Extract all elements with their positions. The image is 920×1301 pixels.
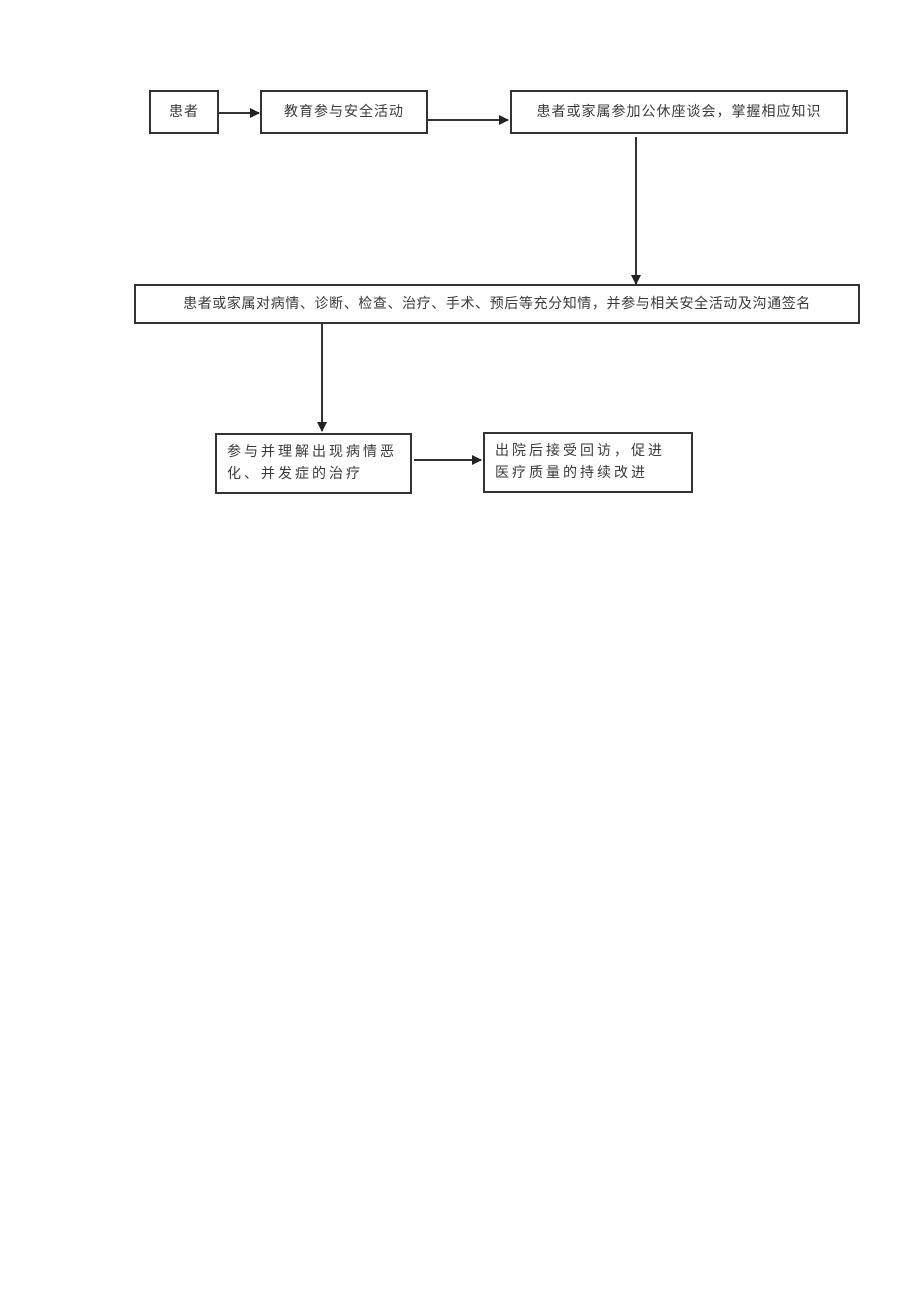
node-seminar: 患者或家属参加公休座谈会，掌握相应知识 [510,90,848,134]
node-education: 教育参与安全活动 [260,90,428,134]
node-label: 患者或家属对病情、诊断、检查、治疗、手术、预后等充分知情，并参与相关安全活动及沟… [183,296,811,312]
node-label: 参与并理解出现病情恶化、并发症的治疗 [227,444,397,482]
node-label: 出院后接受回访，促进医疗质量的持续改进 [495,443,665,481]
node-label: 患者 [169,104,199,120]
node-treatment: 参与并理解出现病情恶化、并发症的治疗 [215,433,412,494]
node-patient: 患者 [149,90,219,134]
node-followup: 出院后接受回访，促进医疗质量的持续改进 [483,432,693,493]
node-label: 患者或家属参加公休座谈会，掌握相应知识 [536,104,822,120]
node-informed: 患者或家属对病情、诊断、检查、治疗、手术、预后等充分知情，并参与相关安全活动及沟… [134,284,860,324]
node-label: 教育参与安全活动 [284,104,404,120]
